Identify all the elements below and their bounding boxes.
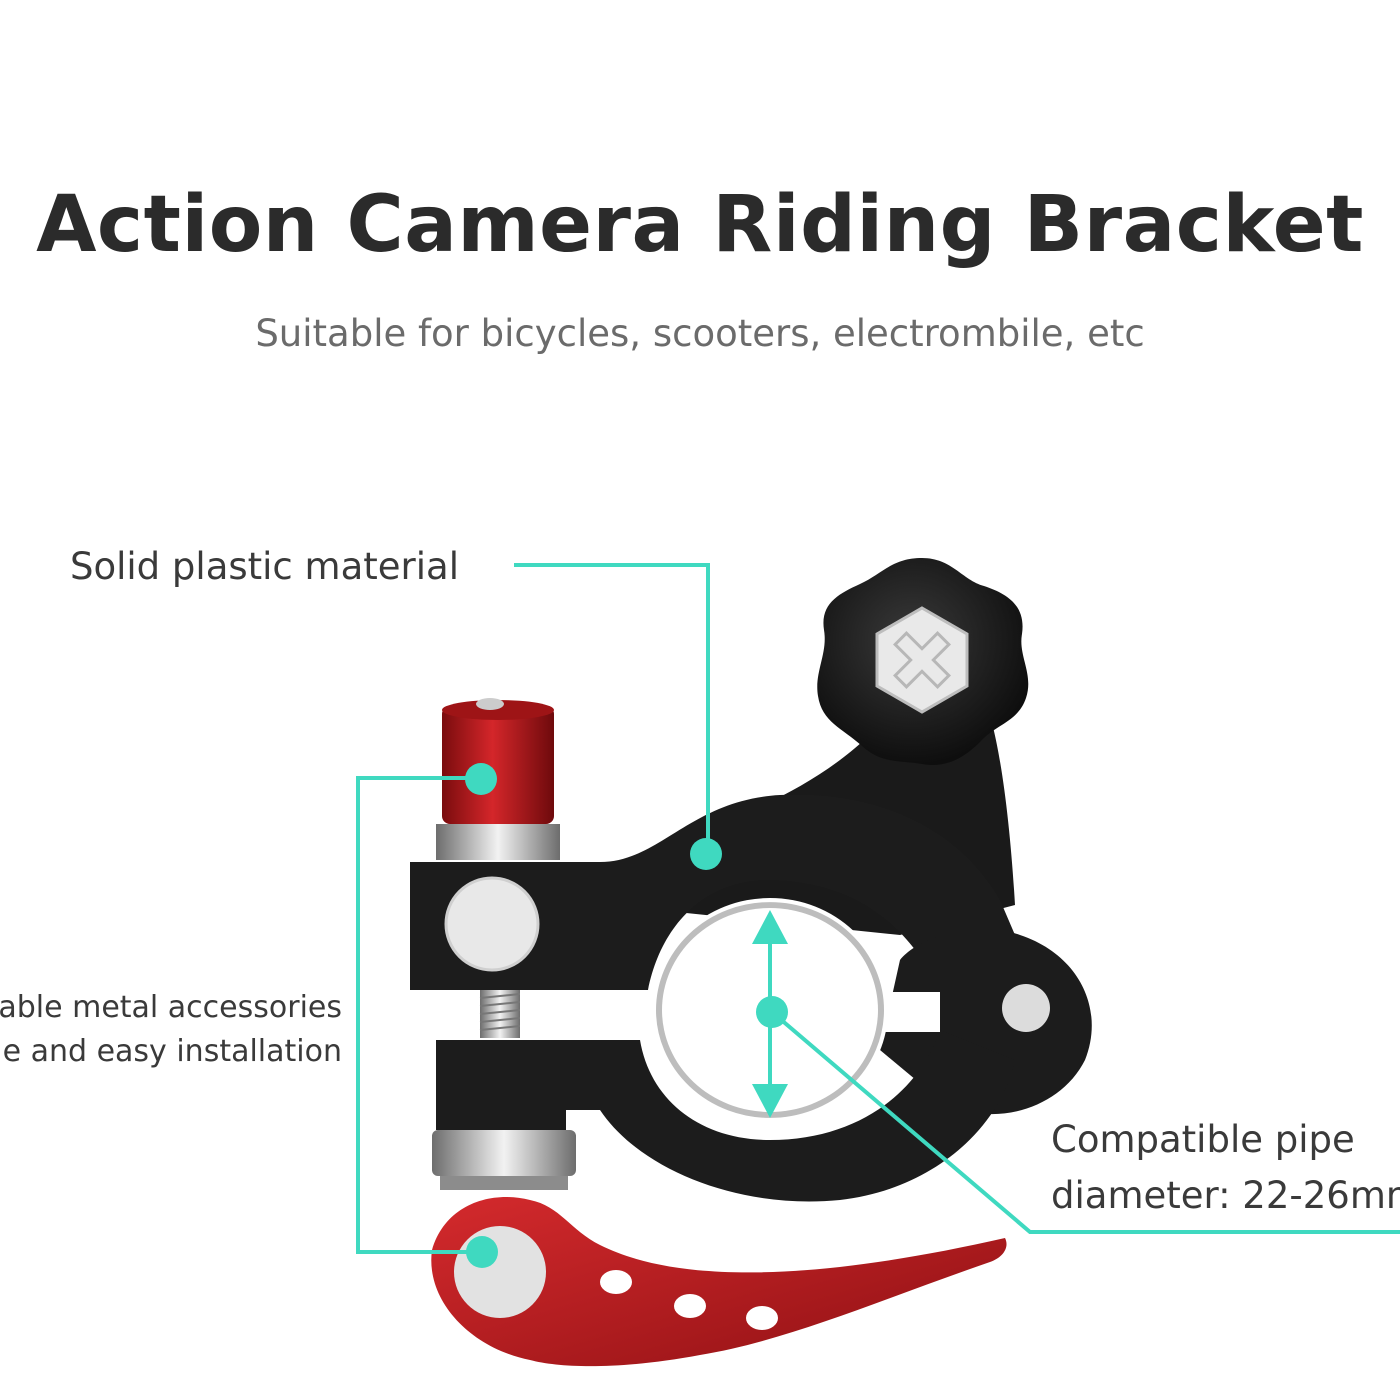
callout-pipe-line2: diameter: 22-26mm (1051, 1174, 1400, 1217)
arrow-up-icon (752, 910, 788, 944)
top-red-cap (442, 706, 554, 824)
page-title: Action Camera Riding Bracket (36, 180, 1364, 270)
page-subtitle: Suitable for bicycles, scooters, electro… (255, 312, 1145, 355)
callout-plastic: Solid plastic material (70, 545, 459, 588)
clamp-upper (410, 794, 1015, 990)
hinge-pin (1002, 984, 1050, 1032)
callout-pipe: Compatible pipe diameter: 22-26mm (1051, 1112, 1400, 1224)
callout-metal-line1: Durable metal accessories (0, 990, 342, 1025)
callout-dot-metal-top (465, 763, 497, 795)
quick-release-lever (431, 1197, 1007, 1367)
pin-head (446, 878, 538, 970)
callout-dot-pipe (756, 996, 788, 1028)
callout-dot-plastic (690, 838, 722, 870)
knob (817, 558, 1029, 766)
callout-pipe-line1: Compatible pipe (1051, 1118, 1355, 1161)
lower-washer (432, 1130, 576, 1176)
callout-metal-line2: Stable and easy installation (0, 1034, 342, 1069)
arrow-down-icon (752, 1084, 788, 1118)
callout-dot-metal-bottom (466, 1236, 498, 1268)
clamp-lower (436, 1030, 1015, 1202)
callout-metal: Durable metal accessories Stable and eas… (0, 986, 342, 1074)
